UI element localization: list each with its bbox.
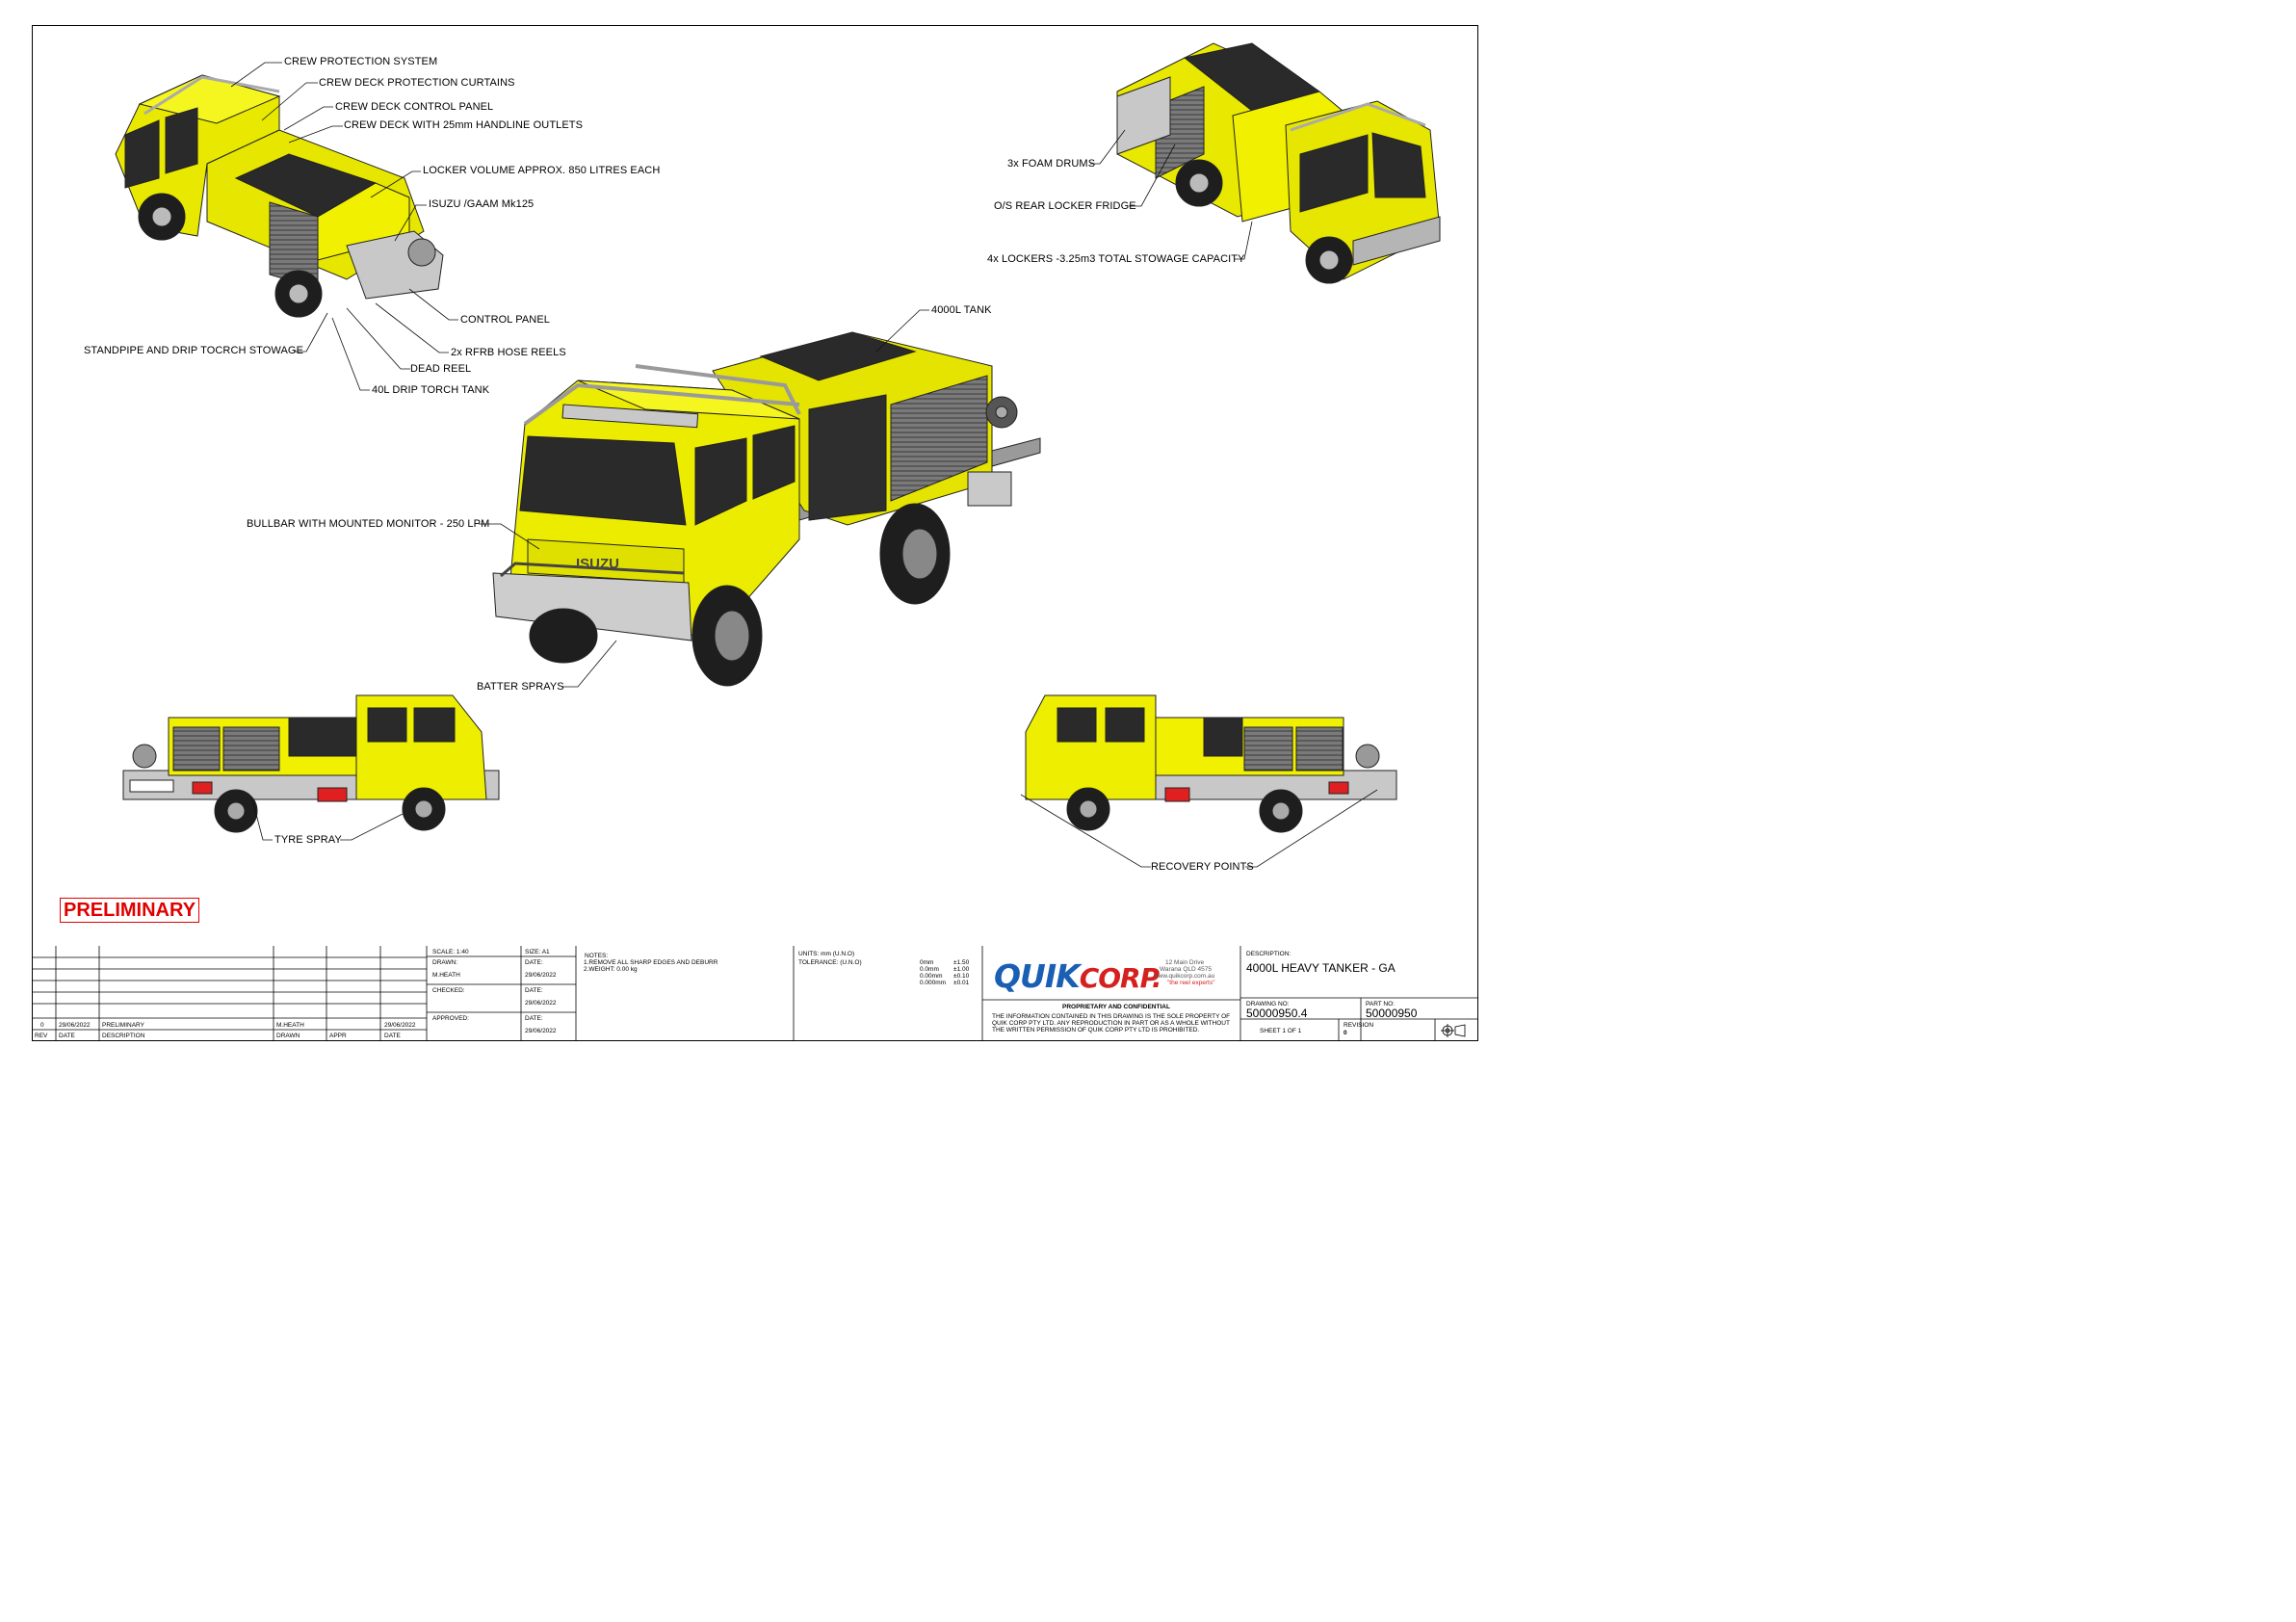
rev-header-date: DATE (59, 1033, 75, 1039)
rev-date: 29/06/2022 (59, 1022, 91, 1029)
tolerance-val-3: ±0.01 (953, 980, 970, 986)
address-line-1: 12 Main Drive (1165, 959, 1205, 966)
sheet-size: SIZE: A1 (525, 949, 550, 955)
proprietary-heading: PROPRIETARY AND CONFIDENTIAL (1062, 1004, 1170, 1010)
callout-crew-deck-handline: CREW DECK WITH 25mm HANDLINE OUTLETS (344, 119, 584, 131)
revision-label: REVISION (1344, 1022, 1374, 1029)
callout-lockers-capacity: 4x LOCKERS -3.25m3 TOTAL STOWAGE CAPACIT… (987, 253, 1245, 265)
tolerance-dim-0: 0mm (920, 959, 934, 966)
callout-crew-protection-system: CREW PROTECTION SYSTEM (284, 56, 438, 67)
tolerance-label: TOLERANCE: (U.N.O) (798, 959, 862, 966)
callout-crew-deck-curtains: CREW DECK PROTECTION CURTAINS (319, 77, 515, 89)
drawing-no-label: DRAWING NO: (1246, 1001, 1290, 1007)
callout-dead-reel: DEAD REEL (410, 363, 472, 375)
iso-view-front-left (115, 74, 444, 318)
rev-appr-date: 29/06/2022 (384, 1022, 416, 1029)
rev-value: 0 (40, 1022, 44, 1029)
rev-header-description: DESCRIPTION (102, 1033, 145, 1039)
drawn-by: M.HEATH (432, 972, 460, 979)
callout-drip-torch-tank: 40L DRIP TORCH TANK (372, 384, 490, 396)
rev-drawn: M.HEATH (276, 1022, 304, 1029)
drawing-description: 4000L HEAVY TANKER - GA (1246, 961, 1396, 975)
sheet-count: SHEET 1 OF 1 (1260, 1028, 1302, 1034)
side-view-right (1025, 694, 1397, 833)
disclaimer-line-1: THE INFORMATION CONTAINED IN THIS DRAWIN… (992, 1013, 1231, 1020)
callout-locker-volume: LOCKER VOLUME APPROX. 850 LITRES EACH (423, 165, 661, 176)
rev-header-date2: DATE (384, 1033, 401, 1039)
units: UNITS: mm (U.N.O) (798, 951, 855, 957)
checked-label: CHECKED: (432, 987, 465, 994)
drawn-date: 29/06/2022 (525, 972, 557, 979)
tolerance-val-2: ±0.10 (953, 973, 970, 980)
rev-header-drawn: DRAWN (276, 1033, 300, 1039)
disclaimer-line-3: THE WRITTEN PERMISSION OF QUIK CORP PTY … (992, 1027, 1200, 1033)
rev-description: PRELIMINARY (102, 1022, 144, 1029)
callout-foam-drums: 3x FOAM DRUMS (1007, 158, 1096, 170)
callout-rear-locker-fridge: O/S REAR LOCKER FRIDGE (994, 200, 1136, 212)
callout-standpipe: STANDPIPE AND DRIP TOCRCH STOWAGE (84, 345, 304, 356)
callout-pump: ISUZU /GAAM Mk125 (429, 198, 535, 210)
part-number: 50000950 (1366, 1007, 1418, 1020)
preliminary-stamp: PRELIMINARY (60, 898, 200, 923)
callout-bullbar: BULLBAR WITH MOUNTED MONITOR - 250 LPM (247, 518, 490, 530)
callout-crew-deck-control-panel: CREW DECK CONTROL PANEL (335, 101, 494, 113)
callout-tyre-spray: TYRE SPRAY (274, 834, 342, 846)
note-2: 2.WEIGHT: 0.00 kg (584, 966, 638, 973)
approved-date: 29/06/2022 (525, 1028, 557, 1034)
address-line-2: Warana QLD 4575 (1160, 966, 1212, 973)
tolerance-dim-2: 0.00mm (920, 973, 943, 980)
rev-header-rev: REV (35, 1033, 48, 1039)
tolerance-dim-3: 0.000mm (920, 980, 947, 986)
logo-quik: QUIK (994, 957, 1081, 995)
revision-value: 0 (1344, 1030, 1347, 1036)
callout-control-panel: CONTROL PANEL (460, 314, 550, 326)
drawing-number: 50000950.4 (1246, 1007, 1308, 1020)
drawing-border (32, 25, 1478, 1041)
leader-lines (230, 62, 1378, 868)
truck-illustrations: ISUZU (115, 42, 1441, 868)
tolerance-dim-1: 0.0mm (920, 966, 939, 973)
note-1: 1.REMOVE ALL SHARP EDGES AND DEBURR (584, 959, 718, 966)
callout-hose-reels: 2x RFRB HOSE REELS (451, 347, 566, 358)
tagline: "the reel experts" (1167, 980, 1215, 986)
logo-corp: CORP. (1079, 962, 1162, 994)
rev-header-appr: APPR (329, 1033, 347, 1039)
scale: SCALE: 1:40 (432, 949, 469, 955)
drawn-date-label: DATE: (525, 959, 543, 966)
checked-date: 29/06/2022 (525, 1000, 557, 1007)
checked-date-label: DATE: (525, 987, 543, 994)
side-view-left (122, 694, 500, 833)
notes-label: NOTES: (585, 953, 609, 959)
callout-recovery-points: RECOVERY POINTS (1151, 861, 1254, 873)
part-no-label: PART NO: (1366, 1001, 1395, 1007)
approved-label: APPROVED: (432, 1015, 469, 1022)
description-label: DESCRIPTION: (1246, 951, 1292, 957)
drawn-label: DRAWN: (432, 959, 458, 966)
iso-view-main: ISUZU (492, 331, 1041, 687)
company-logo: QUIKCORP. (994, 957, 1162, 995)
tolerance-val-0: ±1.50 (953, 959, 970, 966)
iso-view-rear-right (1116, 42, 1441, 284)
callout-batter-sprays: BATTER SPRAYS (477, 681, 564, 693)
website: www.quikcorp.com.au (1154, 973, 1215, 980)
tolerance-val-1: ±1.00 (953, 966, 970, 973)
callout-tank-4000: 4000L TANK (931, 304, 992, 316)
disclaimer-line-2: QUIK CORP PTY LTD. ANY REPRODUCTION IN P… (992, 1020, 1230, 1027)
approved-date-label: DATE: (525, 1015, 543, 1022)
